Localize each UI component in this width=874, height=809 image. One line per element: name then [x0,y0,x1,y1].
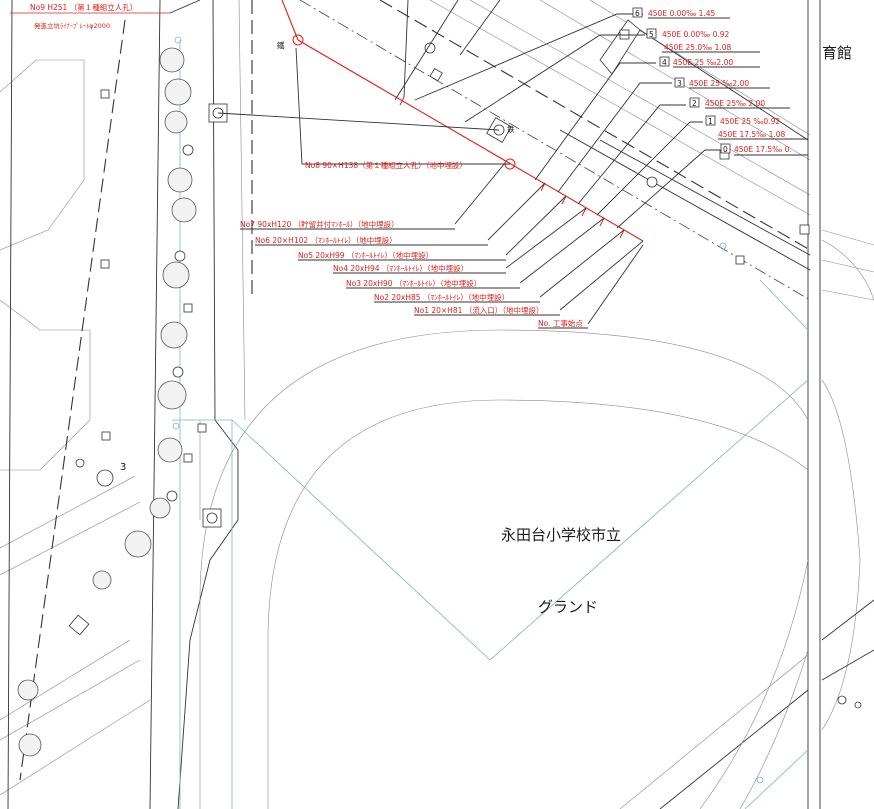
pipe-spec-number: 2 [692,99,697,108]
pipe-spec-text: 450E 25‰ 2.00 [705,99,765,108]
pipe-spec-item: 2 450E 25‰ 2.00 [689,97,765,108]
manhole-label: No. 工事始点 [538,318,583,328]
tree-icon [164,78,192,106]
manhole-label: No4 20xH94 （ﾏﾝﾎｰﾙﾄｲﾚ）（地中埋設） [333,263,468,273]
tree-icon [124,530,152,558]
tree-icon [149,497,171,519]
start-shaft-labels: No9 H251 （第１種組立人孔） 発進立坑ﾗｲﾅｰﾌﾟﾚｰﾄφ2000 [10,0,201,30]
manhole-label: No6 20×H102 （ﾏﾝﾎｰﾙﾄｲﾚ）（地中埋設） [255,235,397,245]
manhole-label: No5 20xH99 （ﾏﾝﾎｰﾙﾄｲﾚ）（地中埋設） [298,250,433,260]
pipe-spec-text: 450E 25 ‰0.92 [720,117,780,126]
pipe-spec-text: 450E 0.00‰ 1.45 [648,9,716,18]
tree-icon [171,197,197,223]
pipe-spec-text: 450E 0.00‰ 0.92 [662,30,730,39]
tree-icon [160,321,188,349]
pipe-route [281,0,644,242]
tree-row [17,47,197,757]
pipe-spec-item: 5 450E 0.00‰ 0.92 [646,28,730,39]
valve-icon [424,42,436,54]
marker-label: 鐵 [277,40,285,50]
pipe-spec-item: 3 450E 25 ‰2.00 [674,77,749,88]
valve-icon [646,176,658,188]
pipe-spec-text: 450E 25 ‰2.00 [689,79,749,88]
pipe-spec-item: 450E 25.0‰ 1.08 [664,43,732,52]
ground-label: グランド [538,598,598,616]
tree-icon [18,733,42,757]
manhole-label: No3 20xH90 （ﾏﾝﾎｰﾙﾄｲﾚ）（地中埋設） [346,278,481,288]
pipe-spec-list: 6 450E 0.00‰ 1.45 5 450E 0.00‰ 0.92 450E… [632,7,808,156]
school-label: 永田台小学校市立 [501,526,621,544]
pipe-spec-text: 450E 17.5‰ 1.08 [718,130,786,139]
pipe-spec-number: 3 [677,79,682,88]
valve-icon [172,366,184,378]
building-label: 育館 [822,44,852,62]
tree-icon [92,570,112,590]
no9-label: No9 H251 （第１種組立人孔） [30,2,137,12]
pipe-spec-item: 4 450E 25 ‰2.00 [659,56,733,67]
manhole-label: No1 20×H81 （流入口）（地中埋設） [414,305,544,315]
marker-label: 鉄 [507,124,515,134]
tree-icon [157,380,187,410]
pipe-spec-number: 1 [708,117,713,126]
tree-icon [162,261,190,289]
tree-icon [164,110,188,134]
tree-icon [159,47,185,73]
pipe-spec-number: 5 [649,30,654,39]
manhole-no8-icon [292,34,304,46]
hydrant-number: 3 [120,462,126,473]
tree-icon [167,167,193,193]
manhole-label: No7 90xH120 （貯留井付ﾏﾝﾎｰﾙ）（地中埋設） [240,219,399,229]
pipe-spec-text: 450E 25 ‰2.00 [673,58,733,67]
pipe-spec-text: 450E 17.5‰ 0. [734,145,792,154]
shaft-label: 発進立坑ﾗｲﾅｰﾌﾟﾚｰﾄφ2000 [34,21,110,30]
pipe-spec-item: 450E 17.5‰ 1.08 [718,130,786,139]
pipe-spec-number: 4 [662,58,667,67]
tree-icon [17,679,39,701]
manhole-label: No2 20xH85 （ﾏﾝﾎｰﾙﾄｲﾚ）（地中埋設） [374,292,509,302]
valve-icon [182,144,194,156]
hydrant-icon [96,469,114,487]
manhole-label-list: No7 90xH120 （貯留井付ﾏﾝﾎｰﾙ）（地中埋設） No6 20×H10… [240,219,588,329]
structure-symbols [68,29,862,784]
pipe-spec-text: 450E 25.0‰ 1.08 [664,43,732,52]
valve-icon [166,490,178,502]
pipe-spec-item: 1 450E 25 ‰0.92 [705,115,780,126]
pipe-spec-item: 0 450E 17.5‰ 0. [720,143,792,154]
right-panel-hatching [821,229,874,681]
pipe-spec-number: 6 [635,9,640,18]
pipe-spec-item: 6 450E 0.00‰ 1.45 [632,7,716,18]
no8-label: No8 90×H138（第１種組立人孔）（地中埋設） [305,160,467,170]
pipe-spec-number: 0 [723,145,728,154]
leader-lines [217,0,720,325]
tree-icon [157,437,183,463]
valve-icon [174,250,186,262]
